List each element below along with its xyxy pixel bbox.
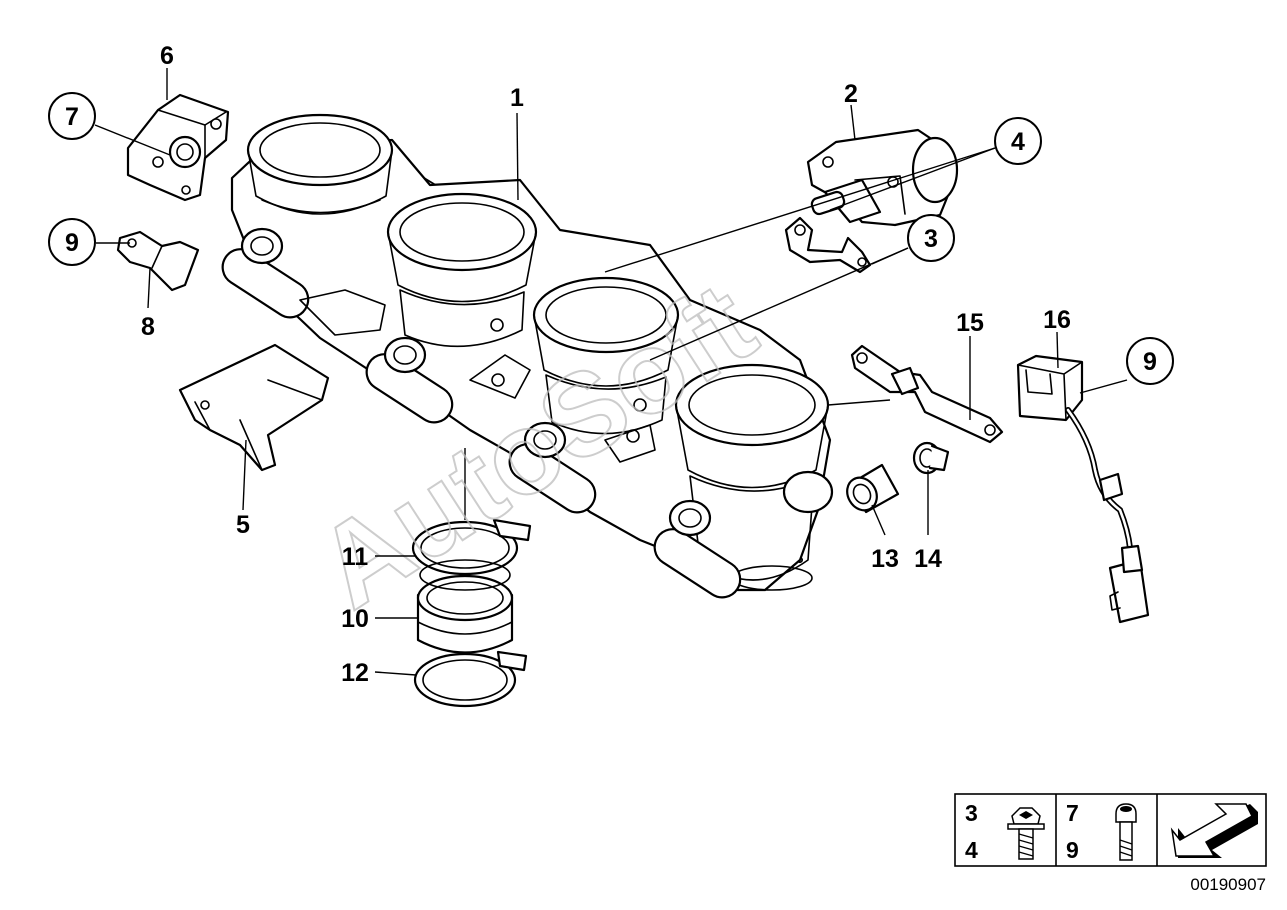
- callout-9-right: 9: [1126, 337, 1174, 385]
- throttle-bore-3: [532, 276, 680, 435]
- svg-text:6: 6: [160, 42, 174, 70]
- throttle-bore-1: [246, 113, 394, 215]
- throttle-bore-2: [386, 192, 538, 348]
- svg-text:3: 3: [924, 225, 938, 253]
- bracket-part-8: [116, 230, 200, 292]
- callout-8: 8: [141, 313, 155, 341]
- cover-plate-part-5: [178, 343, 330, 472]
- svg-text:10: 10: [341, 605, 369, 633]
- legend-box: 3 4 7 9: [954, 793, 1267, 867]
- sensor-part-16: [1016, 354, 1150, 624]
- svg-text:16: 16: [1043, 306, 1071, 334]
- callout-1: 1: [510, 84, 524, 112]
- svg-text:4: 4: [1011, 128, 1025, 156]
- callout-5: 5: [236, 511, 250, 539]
- throttle-bore-4: [674, 363, 834, 591]
- svg-text:7: 7: [1066, 800, 1079, 826]
- callout-3: 3: [907, 214, 955, 262]
- callout-9-left: 9: [48, 218, 96, 266]
- socket-screw-icon: [1115, 803, 1137, 861]
- callout-16: 16: [1043, 306, 1071, 334]
- callout-14: 14: [914, 545, 942, 573]
- clamp-part-12: [413, 650, 528, 708]
- clip-part-14: [912, 441, 950, 475]
- svg-text:15: 15: [956, 309, 984, 337]
- idle-actuator-part-2: [806, 128, 959, 227]
- callout-13: 13: [871, 545, 899, 573]
- callout-4: 4: [994, 117, 1042, 165]
- throttle-position-sensor: [126, 93, 230, 202]
- callout-2: 2: [844, 80, 858, 108]
- direction-arrow-icon: [1170, 803, 1258, 858]
- svg-text:9: 9: [1066, 837, 1079, 863]
- leader-lines: [94, 68, 1128, 676]
- callout-7: 7: [48, 92, 96, 140]
- svg-text:4: 4: [965, 837, 978, 863]
- svg-text:7: 7: [65, 103, 79, 131]
- callout-11: 11: [342, 543, 369, 571]
- legend-cell-bolt-7-9: 7 9: [1066, 800, 1137, 863]
- sleeve-part-13: [846, 463, 900, 514]
- svg-text:8: 8: [141, 313, 155, 341]
- legend-cell-bolt-3-4: 3 4: [965, 800, 1045, 863]
- svg-text:12: 12: [341, 659, 369, 687]
- svg-text:5: 5: [236, 511, 250, 539]
- callout-10: 10: [341, 605, 369, 633]
- clamp-part-11: [411, 518, 532, 576]
- throttle-linkages: [299, 289, 656, 463]
- svg-text:2: 2: [844, 80, 858, 108]
- bracket-part-15: [850, 344, 1004, 444]
- svg-text:00190907: 00190907: [1190, 875, 1266, 894]
- flange-bolt-icon: [1007, 807, 1045, 860]
- callout-12: 12: [341, 659, 369, 687]
- svg-text:13: 13: [871, 545, 899, 573]
- gasket-part-3: [784, 216, 872, 274]
- throttle-body-assembly: [221, 113, 834, 599]
- injector-ports: [221, 227, 742, 599]
- svg-text:3: 3: [965, 800, 978, 826]
- callout-6: 6: [160, 42, 174, 70]
- svg-text:14: 14: [914, 545, 942, 573]
- svg-text:9: 9: [1143, 348, 1157, 376]
- svg-text:9: 9: [65, 229, 79, 257]
- diagram-code: 00190907: [1190, 875, 1266, 894]
- svg-text:11: 11: [342, 543, 369, 571]
- callout-15: 15: [956, 309, 984, 337]
- intake-boot-part-10: [416, 559, 514, 654]
- svg-text:1: 1: [510, 84, 524, 112]
